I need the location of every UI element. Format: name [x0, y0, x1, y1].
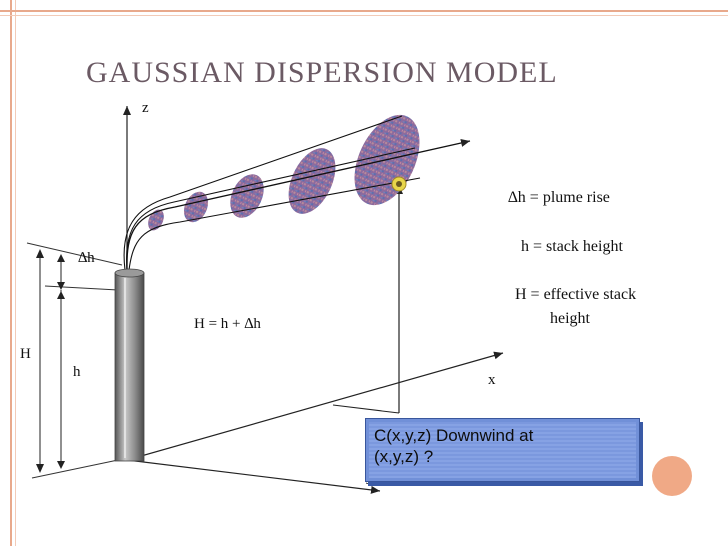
plume-lower-edge: [128, 177, 421, 271]
x-axis-label: x: [488, 372, 496, 388]
callout-fill: [369, 422, 636, 478]
stack-height-definition: h = stack height: [521, 238, 623, 255]
plume-cross-section-2: [183, 191, 209, 223]
stack-top: [114, 268, 145, 278]
stack-top-guide-line: [44, 285, 119, 291]
concentration-callout-box: C(x,y,z) Downwind at (x,y,z) ?: [365, 418, 640, 482]
plume-cross-section-3: [230, 174, 264, 218]
plume-cross-section-4: [288, 148, 336, 214]
corner-decoration-circle: [652, 456, 692, 496]
receptor-baseline-line: [332, 404, 400, 414]
effective-stack-height-definition-line2: height: [550, 310, 590, 327]
callout-line-1: C(x,y,z) Downwind at: [374, 426, 534, 445]
delta-h-label: ∆h: [78, 250, 95, 266]
stack-body: [114, 272, 145, 462]
delta-h-arrow-bottom-head: [57, 282, 65, 290]
plume-upper-edge: [123, 115, 403, 271]
effective-height-guide-line: [26, 242, 123, 266]
h-arrow-bottom-head: [57, 461, 65, 469]
h-label: h: [73, 364, 81, 380]
delta-h-arrow-top-head: [57, 254, 65, 262]
y-axis: [126, 459, 381, 494]
H-label: H: [20, 346, 31, 362]
h-arrow-top-head: [57, 291, 65, 299]
plume-rise-definition: ∆h = plume rise: [508, 189, 610, 206]
left-accent-rule: [10, 0, 12, 546]
callout-text: C(x,y,z) Downwind at (x,y,z) ?: [374, 425, 533, 467]
H-arrow-bottom-head: [36, 464, 44, 473]
effective-height-formula: H = h + ∆h: [194, 316, 261, 332]
left-accent-rule-inner: [15, 0, 16, 546]
receptor-point: [396, 181, 402, 187]
H-arrow-top-head: [36, 249, 44, 258]
plume-cross-section-1: [148, 209, 164, 231]
effective-stack-height-definition: H = effective stack: [515, 286, 637, 303]
top-accent-rule-inner: [0, 15, 728, 16]
slide-title: GAUSSIAN DISPERSION MODEL: [86, 56, 558, 89]
top-accent-rule: [0, 10, 728, 12]
plume-inner-upper-edge: [126, 147, 416, 271]
callout-line-2: (x,y,z) ?: [374, 447, 434, 466]
x-axis: [126, 351, 504, 461]
z-axis-label: z: [142, 100, 149, 116]
ground-guide-line: [31, 459, 119, 479]
